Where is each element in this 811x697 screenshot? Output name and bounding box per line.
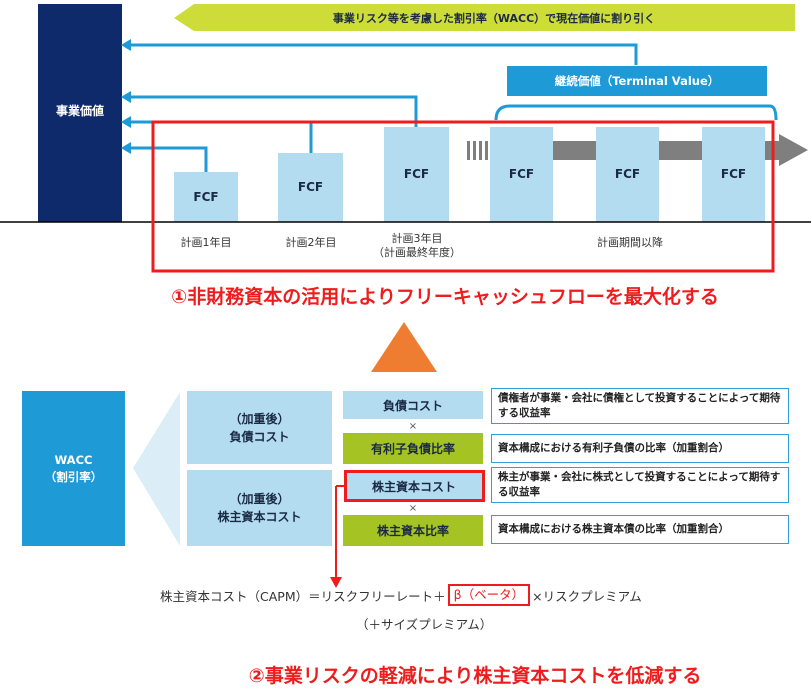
period-label-year3: 計画3年目 （計画最終年度） — [360, 232, 474, 260]
terminal-value-bracket — [494, 104, 778, 121]
fcf-bar-after-1 — [490, 127, 553, 222]
arrowhead-year3 — [121, 91, 131, 103]
fcf-bar-after-3 — [702, 127, 765, 222]
heading-reduce-equity-cost: ②事業リスクの軽減により株主資本コストを低減する — [248, 664, 702, 687]
weighted-equity-cost-line1: （加重後） — [229, 492, 290, 506]
terminal-value-box: 継続価値（Terminal Value） — [507, 66, 767, 96]
dcf-diagram-shapes — [0, 4, 811, 273]
fcf-label-year1: FCF — [193, 190, 219, 204]
fcf-highlight-frame — [151, 120, 775, 273]
arrowhead-terminal — [121, 39, 131, 51]
fcf-bar-year2 — [278, 153, 343, 222]
arrowhead-year2 — [121, 116, 131, 128]
wacc-subtitle: （割引率） — [44, 469, 103, 484]
period-label-year1: 計画1年目 — [180, 236, 232, 249]
weighted-equity-cost-line2: 株主資本コスト — [217, 510, 302, 524]
capm-formula: 株主資本コスト（CAPM）＝リスクフリーレート＋ β（ベータ） ×リスクプレミア… — [160, 584, 750, 606]
times-sign-equity: × — [408, 502, 418, 514]
fcf-label-year3: FCF — [403, 167, 430, 181]
equity-cost-highlight — [344, 470, 485, 502]
fcf-bar-year3 — [384, 127, 449, 222]
debt-ratio-box: 有利子負債比率 — [343, 433, 483, 464]
discount-arrowheads — [121, 39, 131, 154]
orange-up-triangle — [371, 322, 437, 372]
fcf-label-after-3: FCF — [720, 167, 747, 181]
weighted-debt-cost-line1: （加重後） — [229, 411, 290, 426]
wacc-title: WACC — [54, 452, 93, 467]
weighted-debt-cost-line2: 負債コスト — [229, 429, 290, 444]
desc-equity-cost: 株主が事業・会社に株式として投資することによって期待する収益率 — [491, 467, 789, 503]
desc-debt-ratio: 資本構成における有利子負債の比率（加重割合） — [491, 434, 789, 463]
period-label-year3-line2: （計画最終年度） — [373, 246, 461, 259]
discount-arrow-year1 — [128, 146, 208, 172]
wacc-chevron — [133, 392, 180, 546]
wacc-box: WACC （割引率） — [22, 391, 125, 546]
capm-formula-left: 株主資本コスト（CAPM）＝リスクフリーレート＋ — [160, 588, 446, 604]
fcf-bars — [174, 127, 765, 222]
debt-cost-box: 負債コスト — [343, 391, 483, 419]
discount-banner-arrow — [174, 4, 795, 31]
beta-term: β（ベータ） — [447, 584, 531, 606]
desc-debt-cost: 債権者が事業・会社に債権として投資することによって期待する収益率 — [491, 388, 789, 424]
period-label-year2: 計画2年目 — [285, 236, 337, 249]
fcf-label-year2: FCF — [297, 180, 324, 194]
discount-arrow-year3 — [128, 95, 418, 127]
fcf-label-after-1: FCF — [508, 167, 535, 181]
weighted-debt-cost-box: （加重後） 負債コスト — [187, 391, 332, 464]
equity-cost-box: 株主資本コスト — [345, 472, 483, 500]
weighted-equity-cost-box: （加重後） 株主資本コスト — [187, 470, 332, 546]
times-sign-debt: × — [408, 420, 418, 432]
heading-maximize-fcf: ①非財務資本の活用によりフリーキャッシュフローを最大化する — [171, 285, 719, 308]
capm-formula-size-premium: （＋サイズプレミアム） — [356, 617, 493, 632]
enterprise-value-label: 事業価値 — [55, 103, 104, 118]
arrowhead-year1 — [121, 142, 131, 154]
discount-banner-text: 事業リスク等を考慮した割引率（WACC）で現在価値に割り引く — [332, 11, 656, 25]
desc-equity-ratio: 資本構成における株主資本債の比率（加重割合） — [491, 515, 789, 544]
period-label-year3-line1: 計画3年目 — [391, 232, 443, 245]
fcf-bar-year1 — [174, 172, 238, 222]
enterprise-value-block — [38, 4, 122, 222]
fcf-label-after-2: FCF — [614, 167, 641, 181]
equity-ratio-box: 株主資本比率 — [343, 515, 483, 546]
period-label-after: 計画期間以降 — [597, 236, 663, 249]
discount-arrow-terminal — [128, 43, 638, 65]
capm-formula-right: ×リスクプレミアム — [532, 588, 642, 604]
fcf-bar-after-2 — [596, 127, 659, 222]
